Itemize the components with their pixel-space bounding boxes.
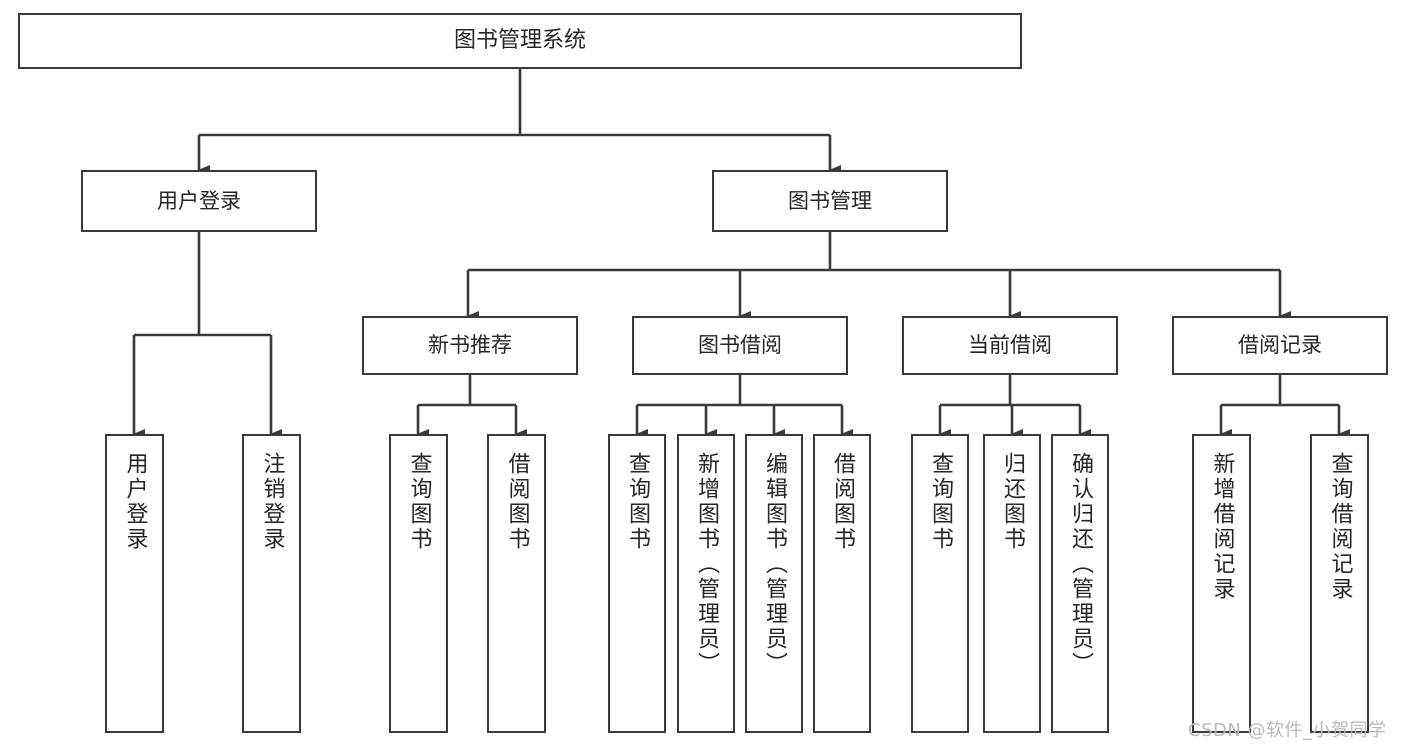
leaf-leaf-rec-borrow-book[interactable]: 借阅图书 [487, 434, 546, 733]
node-book-borrow[interactable]: 图书借阅 [632, 316, 848, 375]
node-label: 用户登录 [157, 188, 241, 213]
leaf-leaf-current-return-book[interactable]: 归还图书 [983, 434, 1041, 733]
leaf-leaf-record-add[interactable]: 新增借阅记录 [1192, 434, 1251, 733]
node-label: 编辑图书（管理员） [762, 452, 787, 677]
node-label: 归还图书 [1000, 452, 1025, 552]
node-label: 借阅记录 [1238, 333, 1322, 358]
leaf-leaf-record-query[interactable]: 查询借阅记录 [1310, 434, 1369, 733]
node-book-manage[interactable]: 图书管理 [712, 170, 948, 232]
leaf-leaf-borrow-borrow-book[interactable]: 借阅图书 [813, 434, 871, 733]
node-label: 用户登录 [122, 452, 148, 552]
node-label: 查询图书 [928, 452, 953, 552]
node-new-book-rec[interactable]: 新书推荐 [362, 316, 578, 375]
leaf-leaf-user-logout[interactable]: 注销登录 [242, 434, 301, 733]
leaf-leaf-borrow-query-book[interactable]: 查询图书 [608, 434, 666, 733]
node-label: 借阅图书 [504, 452, 530, 552]
node-label: 注销登录 [259, 452, 285, 552]
leaf-leaf-borrow-add-book[interactable]: 新增图书（管理员） [677, 434, 735, 733]
leaf-leaf-current-query-book[interactable]: 查询图书 [911, 434, 969, 733]
node-label: 图书管理 [788, 188, 872, 213]
node-root-label: 图书管理系统 [453, 28, 586, 54]
leaf-leaf-user-login[interactable]: 用户登录 [105, 434, 164, 733]
leaf-leaf-borrow-edit-book[interactable]: 编辑图书（管理员） [745, 434, 803, 733]
node-label: 新增图书（管理员） [694, 452, 719, 677]
csdn-watermark: CSDN @软件_小贺同学 [1188, 720, 1387, 741]
node-label: 查询图书 [625, 452, 650, 552]
leaf-leaf-rec-query-book[interactable]: 查询图书 [389, 434, 448, 733]
node-borrow-record[interactable]: 借阅记录 [1172, 316, 1388, 375]
node-label: 确认归还（管理员） [1068, 452, 1093, 677]
node-user-login[interactable]: 用户登录 [81, 170, 317, 232]
node-label: 图书借阅 [698, 333, 782, 358]
node-label: 新增借阅记录 [1209, 452, 1235, 602]
node-label: 当前借阅 [968, 333, 1052, 358]
node-root[interactable]: 图书管理系统 [18, 13, 1022, 69]
node-label: 借阅图书 [830, 452, 855, 552]
node-label: 查询借阅记录 [1327, 452, 1353, 602]
node-label: 新书推荐 [428, 333, 512, 358]
leaf-leaf-current-confirm-return[interactable]: 确认归还（管理员） [1051, 434, 1109, 733]
node-label: 查询图书 [406, 452, 432, 552]
node-current-borrow[interactable]: 当前借阅 [902, 316, 1118, 375]
